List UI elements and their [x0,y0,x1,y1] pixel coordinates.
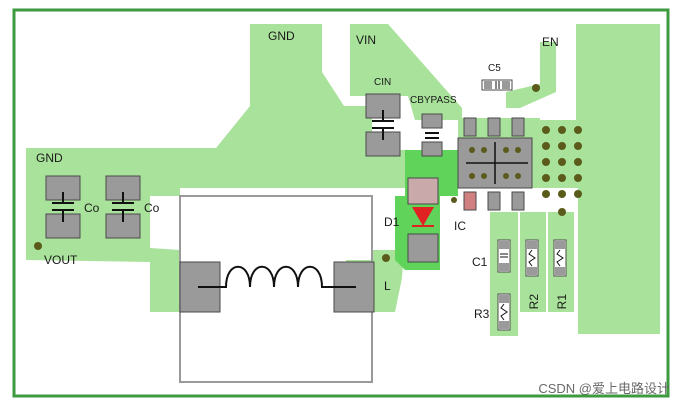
co2-label: Co [144,201,160,215]
ic-package [457,117,533,211]
c1-capacitor [497,239,511,273]
gnd-left-label: GND [36,151,63,165]
cin-label: CIN [374,77,392,88]
copper-pours [26,24,660,336]
co-capacitor-1 [45,175,81,239]
cbypass-capacitor [421,113,443,157]
c1-label: C1 [472,255,488,269]
co1-label: Co [84,201,100,215]
en-label: EN [542,35,559,49]
cin-capacitor [365,93,401,157]
r3-label: R3 [474,307,490,321]
cbypass-label: CBYPASS [410,95,457,106]
inductor-coil [198,266,356,288]
gnd-copper [26,24,405,196]
watermark: CSDN @爱上电路设计 [538,381,670,396]
gnd-top-label: GND [268,29,295,43]
co-capacitor-2 [105,175,141,239]
r1-resistor [553,239,567,277]
c5-capacitor [481,79,513,91]
c5-label: C5 [488,63,501,74]
vias [34,84,566,262]
en-copper [506,42,556,108]
r3-resistor [497,293,511,331]
l-label: L [384,279,391,293]
vout-label: VOUT [44,253,78,267]
ic-label: IC [454,219,466,233]
vin-label: VIN [356,33,377,47]
d1-diode [407,177,439,263]
d1-label: D1 [384,215,400,229]
r1-label: R1 [555,294,569,310]
thermal-via-array [542,126,582,198]
r2-resistor [525,239,539,277]
r2-label: R2 [527,294,541,310]
right-copper [532,24,660,334]
